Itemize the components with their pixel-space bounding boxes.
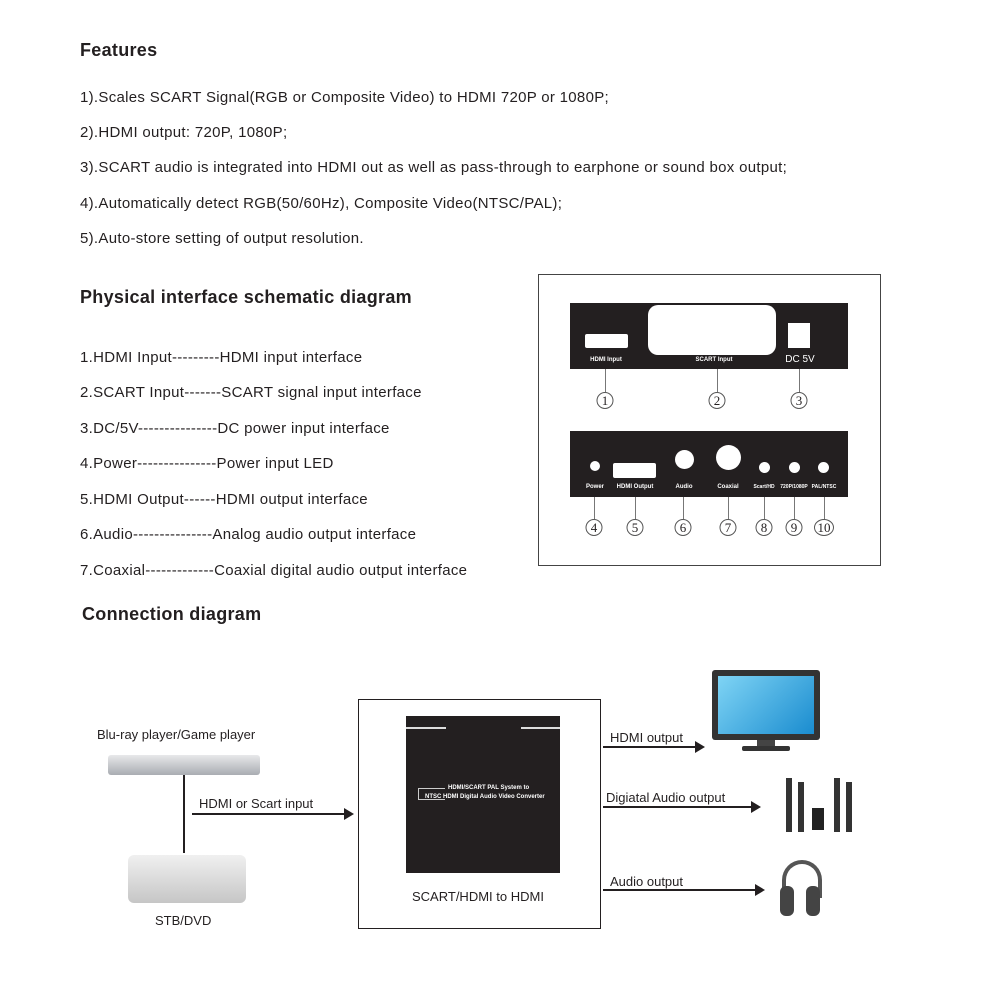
port-label: 720P/1080P [780, 484, 808, 490]
port-label: HDMI Input [590, 357, 622, 363]
output-label: Digiatal Audio output [606, 790, 726, 805]
hdmi-input-port [585, 334, 628, 348]
feature-item: 3).SCART audio is integrated into HDMI o… [80, 159, 788, 176]
port-label: Power [585, 484, 605, 490]
interface-item: 7.Coaxial-------------Coaxial digital au… [80, 562, 468, 579]
port-label: Scart/HD [753, 484, 775, 490]
output-label: Audio output [610, 874, 684, 889]
dc-port [788, 323, 810, 348]
connector-line [183, 775, 185, 853]
audio-port [675, 450, 694, 469]
bluray-player-icon [108, 755, 260, 775]
stb-dvd-icon [128, 855, 246, 903]
scart-hd-button [759, 462, 770, 473]
callout-number: 10 [814, 519, 834, 536]
input-label: HDMI or Scart input [199, 796, 314, 811]
feature-item: 4).Automatically detect RGB(50/60Hz), Co… [80, 195, 563, 212]
converter-device [406, 716, 560, 873]
device-text: HDMI/SCART PAL System to [448, 785, 530, 791]
output-arrow [603, 742, 705, 752]
callout-number: 9 [785, 519, 803, 536]
source-label: Blu-ray player/Game player [97, 727, 256, 742]
interface-item: 6.Audio---------------Analog audio outpu… [80, 526, 417, 543]
callout-number: 6 [674, 519, 692, 536]
interface-item: 3.DC/5V---------------DC power input int… [80, 420, 390, 437]
speakers-icon [778, 778, 858, 834]
interface-item: 4.Power---------------Power input LED [80, 455, 334, 472]
port-label: PAL/NTSC [811, 484, 837, 490]
port-label: Audio [675, 484, 693, 490]
callout-number: 1 [596, 392, 614, 409]
output-arrow [603, 885, 765, 895]
callout-number: 3 [790, 392, 808, 409]
callout-number: 8 [755, 519, 773, 536]
feature-item: 1).Scales SCART Signal(RGB or Composite … [80, 89, 609, 106]
callout-number: 5 [626, 519, 644, 536]
schematic-box [538, 274, 881, 566]
tv-monitor-icon [712, 670, 820, 740]
callout-number: 4 [585, 519, 603, 536]
port-label: Coaxial [717, 484, 739, 490]
physical-title: Physical interface schematic diagram [80, 287, 412, 307]
port-label: HDMI Output [616, 484, 654, 490]
resolution-button [789, 462, 800, 473]
feature-item: 2).HDMI output: 720P, 1080P; [80, 124, 288, 141]
converter-box [358, 699, 601, 929]
interface-item: 5.HDMI Output------HDMI output interface [80, 491, 368, 508]
scart-port [648, 305, 776, 355]
coaxial-port [716, 445, 741, 470]
interface-item: 2.SCART Input-------SCART signal input i… [80, 384, 422, 401]
output-label: HDMI output [610, 730, 683, 745]
callout-number: 7 [719, 519, 737, 536]
source-label: STB/DVD [155, 913, 212, 928]
port-label: SCART Input [695, 357, 733, 363]
callout-number: 2 [708, 392, 726, 409]
headphones-icon [780, 860, 822, 918]
feature-item: 5).Auto-store setting of output resoluti… [80, 230, 364, 247]
hdmi-output-port [613, 463, 656, 478]
input-arrow [192, 809, 354, 819]
connection-title: Connection diagram [82, 604, 262, 624]
interface-item: 1.HDMI Input---------HDMI input interfac… [80, 349, 363, 366]
output-arrow [603, 802, 761, 812]
port-label: DC 5V [785, 354, 815, 365]
device-text: NTSC HDMI Digital Audio Video Converter [425, 794, 545, 800]
features-title: Features [80, 40, 158, 60]
device-caption: SCART/HDMI to HDMI [412, 889, 544, 904]
power-led [590, 461, 600, 471]
pal-ntsc-button [818, 462, 829, 473]
